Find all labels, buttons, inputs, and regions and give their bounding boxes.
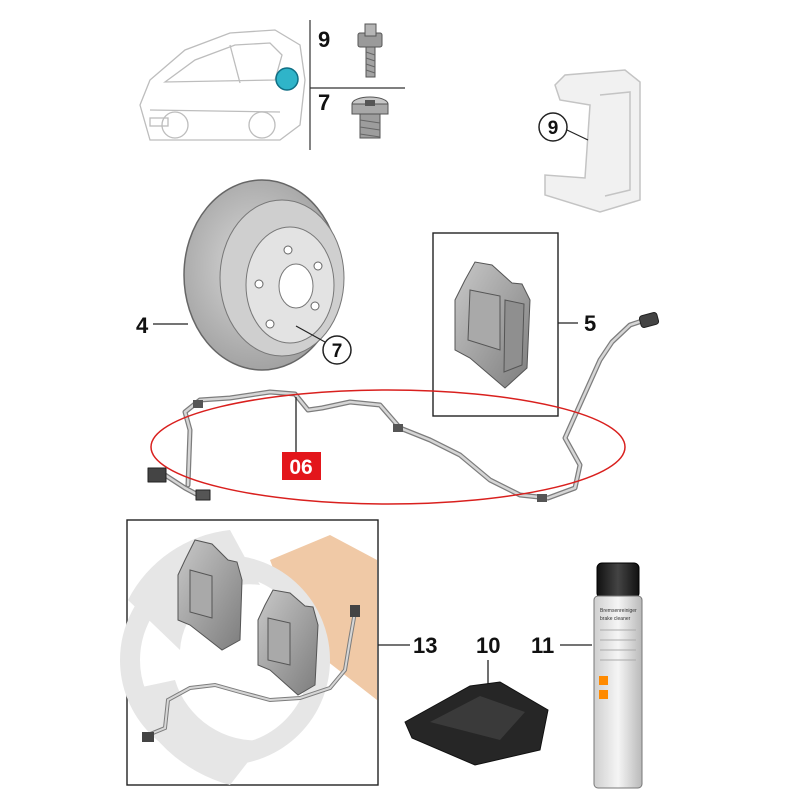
label-bolt-9: 9 [318, 27, 330, 52]
disc-callout-circle [322, 335, 352, 365]
sensor-highlight-ellipse [150, 389, 626, 505]
car-location-marker-icon [275, 67, 299, 91]
spray-can-icon [593, 562, 643, 789]
bracket-callout-label: 9 [548, 118, 559, 139]
screw-plug-icon [351, 96, 389, 139]
label-kit-13: 13 [413, 633, 437, 658]
car-outline-icon [139, 29, 306, 141]
label-paste-10: 10 [476, 633, 500, 658]
kit-pads-icon [177, 539, 319, 696]
spray-can-text-2: brake cleaner [600, 616, 631, 622]
bracket-callout-circle [538, 112, 568, 142]
label-disc-4: 4 [136, 313, 149, 338]
paste-sachet-icon [404, 681, 549, 766]
label-spray-11: 11 [531, 633, 554, 658]
sensor-highlight-label: 06 [289, 456, 312, 479]
hex-bolt-icon [357, 23, 383, 78]
wear-sensor-cable-icon [147, 312, 660, 502]
label-plug-7: 7 [318, 90, 330, 115]
kit-sensor-cable-icon [142, 605, 360, 742]
caliper-bracket-icon [544, 69, 641, 213]
brake-disc-icon [183, 179, 345, 371]
sensor-highlight-badge [282, 452, 321, 480]
spray-can-text-1: Bremsenreiniger [600, 608, 637, 614]
disc-callout-leader [295, 325, 326, 343]
bracket-leader-line [566, 129, 589, 141]
disc-callout-label: 7 [332, 341, 343, 362]
label-pads-5: 5 [584, 311, 596, 336]
brake-pads-icon [454, 261, 531, 389]
